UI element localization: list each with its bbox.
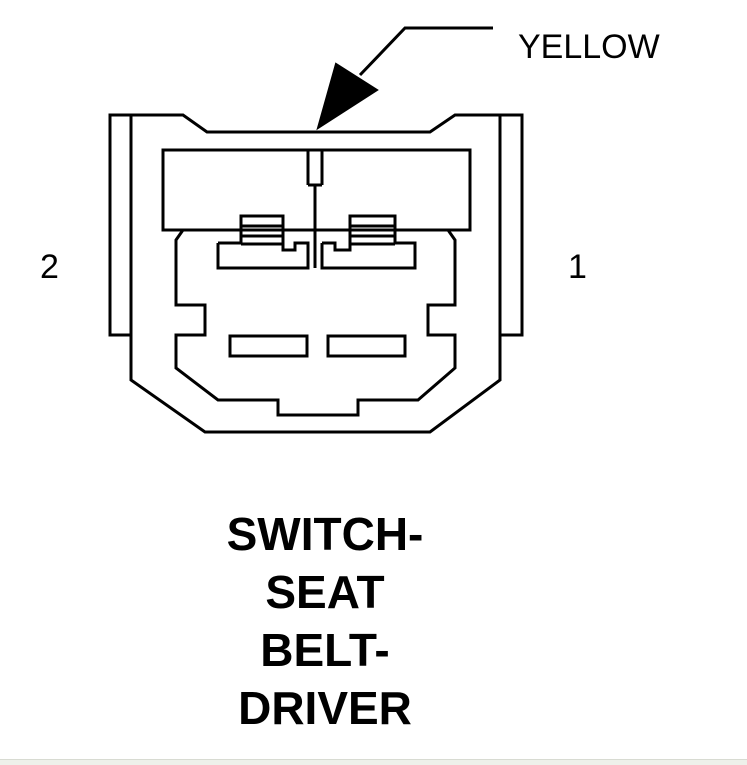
title-line-3: BELT- <box>260 624 390 676</box>
terminal-slots <box>228 334 407 358</box>
title-line-1: SWITCH- <box>226 508 424 560</box>
component-title: SWITCH- SEAT BELT- DRIVER <box>0 505 650 737</box>
bottom-border <box>0 759 747 765</box>
side-rails <box>108 113 524 337</box>
terminal-latch-pin-1 <box>320 214 417 270</box>
title-line-4: DRIVER <box>238 682 412 734</box>
inner-cavity-outline <box>174 229 457 417</box>
title-line-2: SEAT <box>265 566 385 618</box>
callout-leader <box>316 26 493 131</box>
terminal-latch-pin-2 <box>216 214 310 270</box>
connector-outer-housing <box>129 113 502 434</box>
pin-1-label: 1 <box>568 248 587 286</box>
pin-2-label: 2 <box>40 248 59 286</box>
connector-face-drawing <box>108 26 524 434</box>
wire-color-callout: YELLOW <box>518 28 660 66</box>
